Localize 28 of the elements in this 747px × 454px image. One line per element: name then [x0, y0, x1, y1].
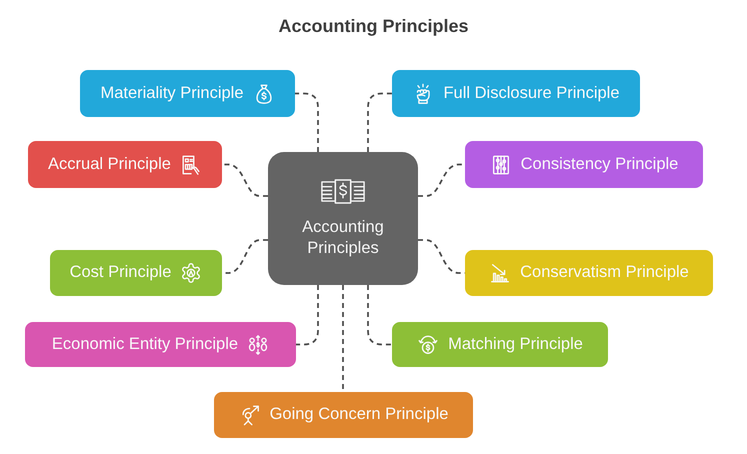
principle-name: Materiality Principle: [100, 84, 244, 104]
principle-name: Accrual Principle: [48, 154, 171, 174]
diagram-title: Accounting Principles: [278, 16, 469, 37]
central-topic-box: [268, 152, 418, 285]
dashed-connector: [367, 92, 392, 152]
principle-name: Economic Entity Principle: [52, 334, 238, 354]
dashed-connector: [418, 164, 465, 197]
principle-name: Cost Principle: [70, 263, 172, 283]
dashed-connector: [367, 285, 392, 346]
dashed-connector: [222, 164, 268, 197]
principle-box: [50, 250, 222, 296]
dashed-connector: [295, 92, 319, 152]
principle-box: [80, 70, 295, 117]
principle-name: Full Disclosure Principle: [443, 84, 620, 104]
principle-box: [465, 250, 713, 296]
principle-name: Consistency Principle: [520, 154, 678, 174]
principle-name: Going Concern Principle: [270, 405, 448, 425]
principle-box: [392, 70, 640, 117]
principle-name: Conservatism Principle: [520, 263, 689, 283]
topic-name: Accounting Principles: [301, 216, 385, 259]
principle-box: [465, 141, 703, 188]
dashed-connector: [296, 285, 319, 346]
dashed-connector: [342, 285, 344, 392]
principle-box: [25, 322, 296, 367]
principle-name: Matching Principle: [448, 334, 583, 354]
principle-box: [28, 141, 222, 188]
principle-box: [392, 322, 608, 367]
principle-box: [214, 392, 473, 438]
